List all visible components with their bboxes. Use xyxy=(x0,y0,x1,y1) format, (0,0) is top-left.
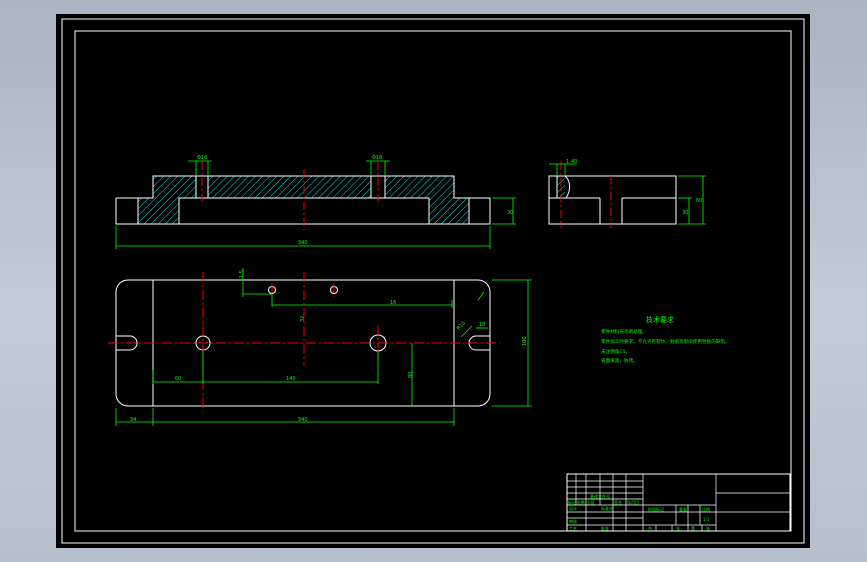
tb-label-zone: 分区 xyxy=(587,499,595,505)
tb-label-sheets: 张 xyxy=(676,525,680,531)
tech-req-item: 未注倒角C1。 xyxy=(601,348,630,355)
technical-requirements: 技术要求 零件材料去毛刺处理。 零件加工时要求，不允许有裂纹、划痕等影响使用性能… xyxy=(601,315,730,364)
plan-dim-slot-right: 18 xyxy=(479,322,485,328)
front-dim-top-right: Φ18 xyxy=(372,155,382,161)
side-dim-right-2: 60 xyxy=(696,198,702,204)
tb-label-sign: 签名 xyxy=(614,499,622,505)
plan-dim-height: 100 xyxy=(522,336,528,346)
title-block-frame xyxy=(566,473,791,532)
plan-view[interactable]: 1.5 16 32 60 140 80 34 340 100 R10 18 xyxy=(108,268,532,426)
hatch-area-5 xyxy=(429,198,469,224)
tb-label-date: 年月日 xyxy=(627,499,639,505)
plan-dim-left-offset: 60 xyxy=(175,376,181,382)
tb-label-count: 处数 xyxy=(577,499,585,505)
plan-dim-center-h: 32 xyxy=(300,316,306,322)
side-dim-right-1: 30 xyxy=(682,210,688,216)
tb-label-total: 共 xyxy=(648,525,652,531)
drawing-sheet xyxy=(56,14,810,548)
plan-centerlines xyxy=(108,272,500,412)
hatch-area-1 xyxy=(153,176,196,198)
tb-label-stage: 阶段标记 xyxy=(648,506,664,512)
tech-req-item: 零件材料去毛刺处理。 xyxy=(601,328,647,335)
tb-label-num: 第 xyxy=(691,525,695,531)
tb-label-mark: 标记 xyxy=(568,499,576,505)
tech-req-title: 技术要求 xyxy=(646,315,674,324)
front-outline xyxy=(115,175,491,225)
sheet-inner-frame xyxy=(74,30,792,532)
front-dimensions xyxy=(115,160,516,249)
hatch-area-2 xyxy=(208,176,371,198)
tb-label-approve: 批准 xyxy=(601,525,609,531)
tb-label-scale: 比例 xyxy=(702,506,710,512)
sheet-outer-border xyxy=(61,18,805,544)
plan-dim-slot-w: 16 xyxy=(390,300,396,306)
title-block[interactable]: 标记 处数 分区 更改文件号 签名 年月日 设计 审核 工艺 标准化 批准 阶段… xyxy=(566,473,791,532)
plan-dim-hole-spacing: 140 xyxy=(286,376,296,382)
tb-label-process: 工艺 xyxy=(569,526,577,531)
plan-dimensions xyxy=(115,268,532,426)
front-dim-top-left: Φ18 xyxy=(197,155,207,161)
tb-label-standard: 标准化 xyxy=(601,505,613,511)
hatch-area-3 xyxy=(385,176,454,198)
plan-dim-bottom-total: 340 xyxy=(298,417,308,423)
side-dim-top: 1:40 xyxy=(566,159,577,165)
tb-label-weight: 重量 xyxy=(679,506,687,512)
tech-req-item: 表面发黑，防锈。 xyxy=(601,357,638,364)
plan-dim-small-v: 1.5 xyxy=(239,270,245,278)
front-dim-right: 30 xyxy=(507,210,513,216)
hatch-area-4 xyxy=(138,198,179,224)
tb-scale-value: 1:1 xyxy=(703,517,710,522)
front-section-view[interactable]: Φ18 Φ18 340 30 xyxy=(115,155,516,249)
tb-label-change-doc: 更改文件号 xyxy=(590,493,610,499)
front-dim-bottom: 340 xyxy=(298,240,308,246)
title-block-labels: 标记 处数 分区 更改文件号 签名 年月日 设计 审核 工艺 标准化 批准 阶段… xyxy=(568,493,710,531)
left-u-slot xyxy=(116,335,138,351)
side-outline xyxy=(548,175,677,225)
plan-dim-bottom-left: 34 xyxy=(130,417,136,423)
tb-label-review: 审核 xyxy=(569,518,577,524)
plan-dim-vertical: 80 xyxy=(408,372,414,378)
tb-label-sheet: 张 xyxy=(706,525,710,531)
tb-label-design: 设计 xyxy=(569,505,577,511)
title-block-grid xyxy=(567,474,790,531)
side-break-line xyxy=(564,175,571,199)
side-dimensions xyxy=(549,163,706,225)
tech-req-item: 零件加工时要求，不允许有裂纹、划痕等影响使用性能的缺陷。 xyxy=(601,338,730,345)
side-view[interactable]: 1:40 30 60 xyxy=(548,159,706,228)
plan-dim-radius: R10 xyxy=(456,320,467,331)
side-hatch xyxy=(557,176,565,198)
